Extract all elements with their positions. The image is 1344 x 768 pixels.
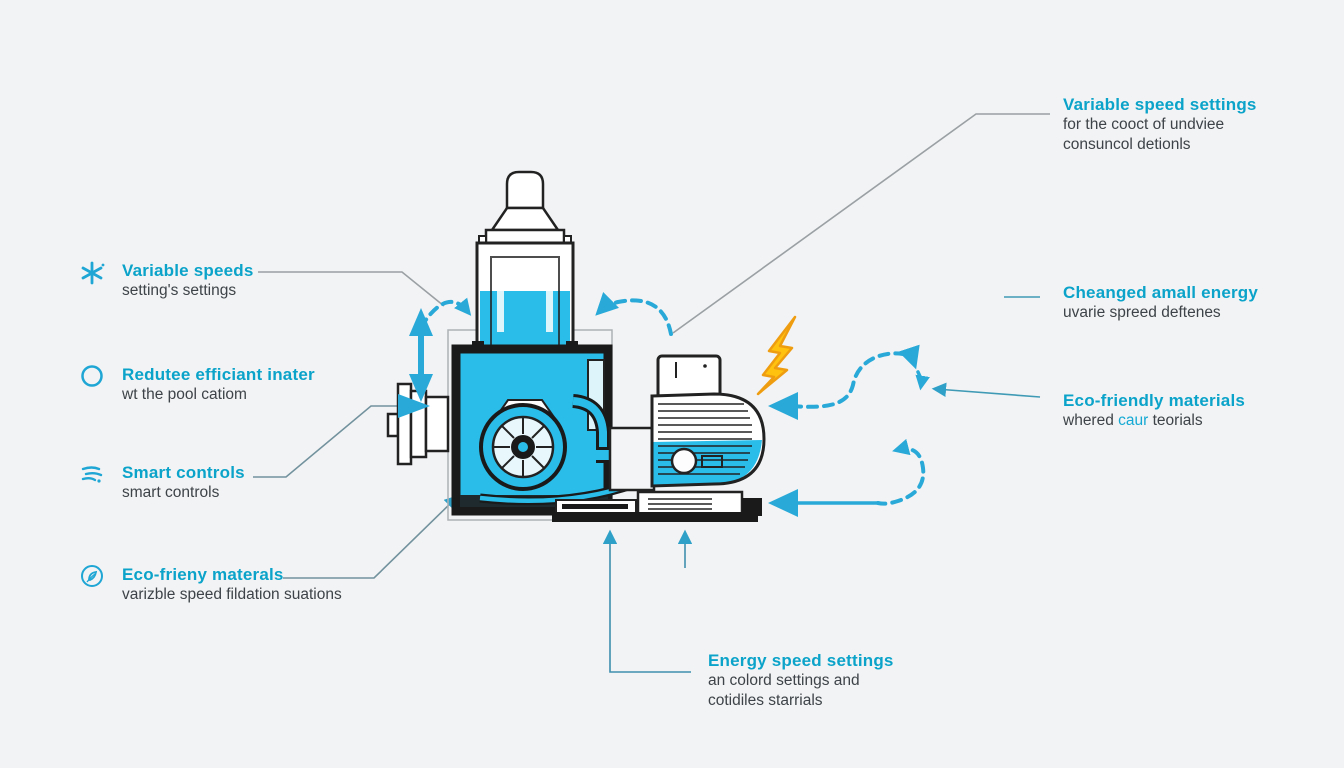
leader-line-smart-controls xyxy=(253,405,400,478)
circle-icon xyxy=(78,363,106,391)
label-subtitle-line2: consuncol detionls xyxy=(1063,136,1191,153)
dashed-arc-left xyxy=(419,297,472,329)
label-subtitle: wt the pool catiom xyxy=(122,386,247,403)
label-title: Eco-friendly materials xyxy=(1063,391,1246,410)
leader-line-eco-left xyxy=(283,494,460,579)
asterisk-icon xyxy=(78,259,106,287)
leader-line-bottom xyxy=(602,529,691,673)
label-changed-energy: Cheanged amall energy uvarie spreed deft… xyxy=(1063,283,1258,323)
leader-line-top-right xyxy=(672,113,1050,334)
dashed-s-curve xyxy=(790,344,920,409)
label-subtitle: uvarie spreed deftenes xyxy=(1063,304,1221,321)
dashed-arc-top xyxy=(595,291,673,336)
leader-lines xyxy=(253,113,1050,673)
label-title: Variable speeds xyxy=(122,261,254,280)
label-smart-controls: Smart controls smart controls xyxy=(122,463,245,503)
dashed-hook-curve xyxy=(876,438,926,506)
motor-port xyxy=(670,447,698,475)
label-title: Energy speed settings xyxy=(708,651,894,670)
label-title: Redutee efficiant inater xyxy=(122,365,315,384)
smart-controls-icon xyxy=(78,460,106,488)
pump-illustration xyxy=(386,170,766,522)
label-eco-materials-right: Eco-friendly materials whered caur teori… xyxy=(1063,391,1245,431)
junction-box xyxy=(656,354,722,400)
label-subtitle: smart controls xyxy=(122,484,220,501)
impeller xyxy=(479,403,567,491)
label-subtitle-line1: an colord settings and xyxy=(708,672,860,689)
label-title: Smart controls xyxy=(122,463,245,482)
eco-leaf-icon xyxy=(78,562,106,590)
label-subtitle-line2: cotidiles starrials xyxy=(708,692,823,709)
label-eco-materials-left: Eco-frieny materals varizble speed filda… xyxy=(122,565,342,605)
label-title: Cheanged amall energy xyxy=(1063,283,1259,302)
label-variable-speed-settings: Variable speed settings for the cooct of… xyxy=(1063,95,1257,155)
flow-arrows xyxy=(398,291,930,517)
label-subtitle: setting's settings xyxy=(122,282,237,299)
motor-base xyxy=(552,490,762,522)
label-subtitle: whered caur teorials xyxy=(1063,412,1203,429)
label-energy-speed-settings: Energy speed settings an colord settings… xyxy=(708,651,894,711)
inlet-flange xyxy=(386,382,450,466)
leader-line-variable-speeds xyxy=(258,271,445,307)
label-variable-speeds: Variable speeds setting's settings xyxy=(122,261,254,301)
leader-line-eco-right xyxy=(931,382,1041,398)
label-reduced-water: Redutee efficiant inater wt the pool cat… xyxy=(122,365,315,405)
label-subtitle-line1: for the cooct of undviee xyxy=(1063,116,1225,133)
lightning-bolt-icon xyxy=(756,315,797,396)
label-title: Variable speed settings xyxy=(1063,95,1257,114)
label-subtitle: varizble speed fildation suations xyxy=(122,586,342,603)
inlet-arrow xyxy=(398,394,430,418)
label-title: Eco-frieny materals xyxy=(122,565,284,584)
motor xyxy=(608,354,766,492)
